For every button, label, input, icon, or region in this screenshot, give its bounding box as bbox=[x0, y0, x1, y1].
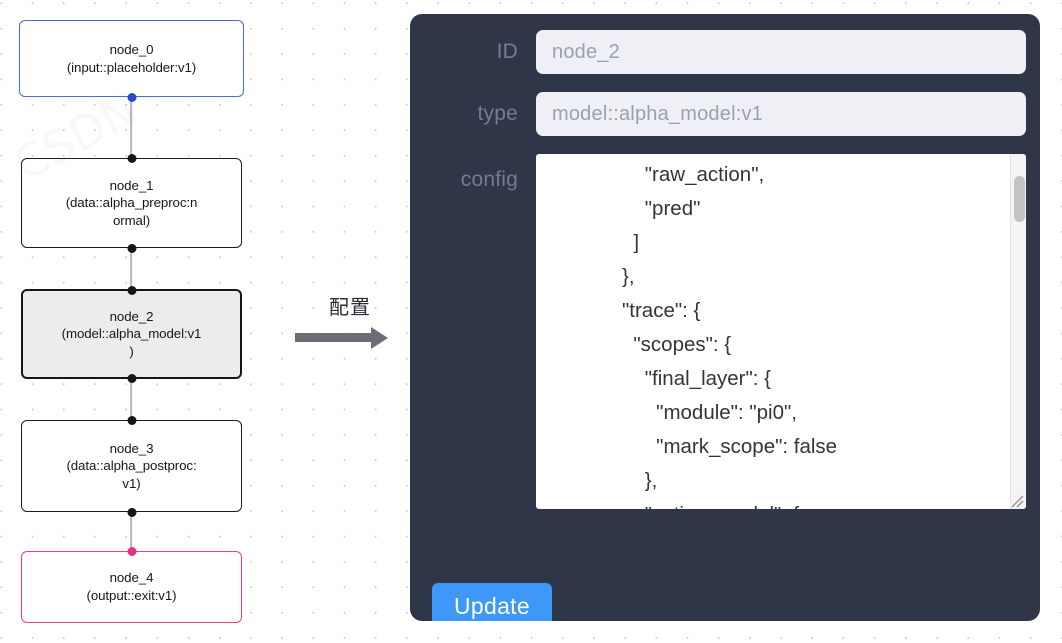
edge-node0-node1 bbox=[130, 93, 132, 161]
node-handle-bottom[interactable] bbox=[127, 92, 136, 102]
graph-node-node_4[interactable]: node_4 (output::exit:v1) bbox=[21, 546, 242, 623]
node-handle-top[interactable] bbox=[127, 415, 136, 425]
node-handle-bottom[interactable] bbox=[127, 373, 136, 383]
annotation-group: 配置 bbox=[295, 295, 405, 349]
type-label: type bbox=[477, 102, 518, 125]
graph-node-node_1[interactable]: node_1 (data::alpha_preproc:n ormal) bbox=[21, 153, 242, 253]
node-label: node_4 (output::exit:v1) bbox=[86, 570, 177, 603]
node-handle-bottom[interactable] bbox=[127, 243, 136, 253]
config-field-row: config "raw_action", "pred" ] }, "trace"… bbox=[410, 154, 1040, 509]
node-handle-top[interactable] bbox=[127, 153, 136, 163]
config-textarea-content: "raw_action", "pred" ] }, "trace": { "sc… bbox=[622, 163, 838, 509]
node-label: node_3 (data::alpha_postproc: v1) bbox=[66, 440, 197, 491]
id-input[interactable] bbox=[536, 30, 1026, 74]
node-label: node_0 (input::placeholder:v1) bbox=[66, 41, 197, 75]
edge-node3-node4 bbox=[130, 508, 132, 554]
node-label: node_1 (data::alpha_preproc:n ormal) bbox=[65, 177, 198, 228]
graph-node-node_0[interactable]: node_0 (input::placeholder:v1) bbox=[19, 20, 244, 102]
graph-node-node_2[interactable]: node_2 (model::alpha_model:v1 ) bbox=[21, 285, 242, 383]
edge-node2-node3 bbox=[130, 375, 132, 423]
edge-node1-node2 bbox=[130, 244, 132, 292]
id-field-row: ID bbox=[410, 30, 1040, 74]
node-handle-bottom[interactable] bbox=[127, 507, 136, 517]
graph-node-node_3[interactable]: node_3 (data::alpha_postproc: v1) bbox=[21, 415, 242, 517]
node-config-panel: ID type config "raw_action", "pred" ] },… bbox=[410, 14, 1040, 621]
resize-grip-icon[interactable] bbox=[1008, 492, 1024, 508]
annotation-label: 配置 bbox=[329, 295, 371, 319]
id-label: ID bbox=[496, 40, 518, 63]
right-arrow-icon bbox=[295, 327, 405, 349]
scrollbar-thumb[interactable] bbox=[1013, 176, 1025, 222]
node-handle-top[interactable] bbox=[127, 546, 136, 556]
config-textarea-scrollbar[interactable] bbox=[1010, 154, 1026, 509]
config-label: config bbox=[460, 168, 518, 191]
type-input[interactable] bbox=[536, 92, 1026, 136]
type-field-row: type bbox=[410, 92, 1040, 136]
node-handle-top[interactable] bbox=[127, 285, 136, 295]
update-button[interactable]: Update bbox=[432, 583, 552, 621]
config-textarea[interactable]: "raw_action", "pred" ] }, "trace": { "sc… bbox=[536, 154, 1026, 509]
node-label: node_2 (model::alpha_model:v1 ) bbox=[61, 308, 202, 359]
